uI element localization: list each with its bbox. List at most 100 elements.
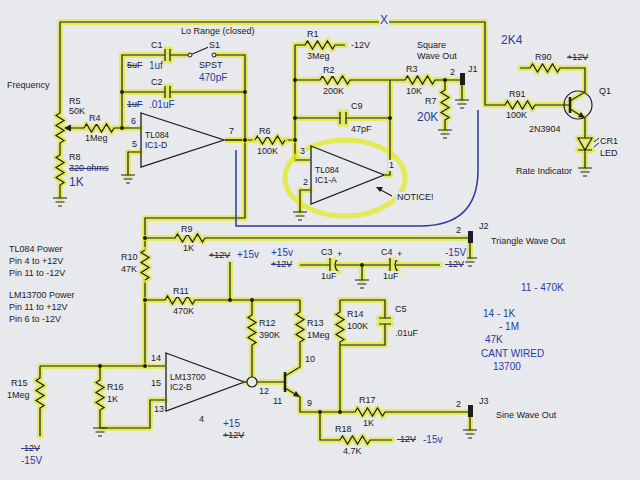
opamp-outline	[141, 113, 224, 167]
label-holder: 4.7K	[342, 446, 363, 457]
label-holder: R2	[322, 65, 336, 76]
handwritten-note: -15V	[20, 455, 43, 467]
label-holder: 2	[455, 399, 462, 410]
label-holder: +12V	[270, 259, 293, 270]
handwritten-note: 11 - 470K	[520, 282, 565, 294]
pin-circle	[247, 377, 257, 387]
ground-symbols	[53, 100, 592, 438]
label-holder: 3	[299, 146, 306, 157]
component-label: R15	[10, 378, 29, 389]
label-holder: 47K	[120, 264, 138, 275]
label-holder: LM13700 Power	[8, 290, 76, 301]
switch-contact	[212, 53, 216, 57]
component-label: 47K	[120, 264, 138, 275]
signal-wire	[145, 140, 245, 366]
component-label: 1uF	[320, 271, 338, 282]
label-holder: R10	[120, 252, 139, 263]
label-holder: 47pF	[350, 124, 373, 135]
label-holder: 2N3904	[528, 124, 562, 135]
label-holder: 2	[302, 177, 309, 188]
chip-name: LM13700	[170, 372, 205, 382]
ground-symbol	[53, 198, 67, 206]
label-holder: R91	[508, 89, 527, 100]
component-label: R1	[306, 29, 320, 40]
handwritten-note: CANT WIRED	[480, 348, 545, 360]
label-holder: Lo Range (closed)	[180, 26, 256, 37]
junction-dot	[243, 138, 247, 142]
label-holder: R13	[306, 318, 325, 329]
label-holder: 3Meg	[306, 51, 331, 62]
label-holder: 1uF	[382, 271, 400, 282]
label-holder: 2	[455, 225, 462, 236]
component-label: R10	[120, 252, 139, 263]
label-holder: R15	[10, 378, 29, 389]
component-label: +12V	[566, 52, 589, 63]
label-holder: -12V	[396, 434, 417, 445]
component-label: R18	[334, 424, 353, 435]
component-label: 9	[306, 398, 313, 409]
label-holder: 9	[306, 398, 313, 409]
label-holder: R9	[180, 224, 194, 235]
component-label: R3	[405, 64, 419, 75]
handwritten-note: -15V	[444, 247, 467, 259]
label-holder: -15V	[20, 455, 43, 467]
component-label: R90	[534, 52, 553, 63]
label-holder: +15v	[236, 249, 260, 261]
label-holder: 1K	[182, 243, 195, 254]
label-holder: R6	[258, 126, 272, 137]
junction-dot	[243, 90, 247, 94]
component-label: 1uF	[382, 271, 400, 282]
label-holder: X	[379, 13, 389, 27]
component-label: Square Wave Out	[416, 40, 472, 62]
component-label: Lo Range (closed)	[180, 26, 256, 37]
label-holder: 1uF	[126, 99, 144, 110]
label-holder: 14	[150, 353, 162, 364]
label-holder: SPST	[198, 60, 224, 71]
label-holder: R90	[534, 52, 553, 63]
component-label: Rate Indicator	[515, 166, 573, 177]
component-label: C3	[320, 247, 334, 258]
label-holder: +12V	[208, 250, 231, 261]
component-label: 1Meg	[306, 330, 331, 341]
label-holder: Q1	[598, 86, 612, 97]
component-label: -12V	[20, 443, 41, 454]
component-label: 2	[455, 225, 462, 236]
component-label: 2	[302, 177, 309, 188]
label-holder: 390K	[258, 330, 281, 341]
label-holder: 1Meg	[84, 133, 109, 144]
chip-name: IC2-B	[170, 382, 205, 392]
label-holder: +15	[222, 418, 241, 430]
handwritten-note: 14 - 1K	[482, 308, 516, 320]
label-holder: 20K	[416, 110, 439, 124]
component-label: R4	[88, 113, 102, 124]
label-holder: Rate Indicator	[515, 166, 573, 177]
ground-symbol	[355, 280, 369, 288]
component-label: Pin 6 to -12V	[8, 314, 62, 325]
label-holder: 50K	[68, 106, 86, 117]
component-label: Pin 4 to +12V	[8, 256, 64, 267]
component-label: R8	[68, 152, 82, 163]
component-label: 14	[150, 353, 162, 364]
component-label: 13	[153, 404, 165, 415]
component-label: R9	[180, 224, 194, 235]
label-holder: C3	[320, 247, 334, 258]
handwritten-note: .01uF	[148, 99, 176, 111]
label-holder: R4	[88, 113, 102, 124]
component-label: SPST	[198, 60, 224, 71]
component-label: R6	[258, 126, 272, 137]
label-holder: 13	[153, 404, 165, 415]
ground-symbol	[121, 175, 135, 183]
label-holder: 12	[258, 386, 270, 397]
label-holder: R17	[358, 395, 377, 406]
label-holder: Triangle Wave Out	[490, 236, 566, 247]
label-holder: 10K	[405, 86, 423, 97]
junction-dot	[98, 364, 102, 368]
component-label: 390K	[258, 330, 281, 341]
component-label: 4.7K	[342, 446, 363, 457]
component-label: C5	[394, 304, 408, 315]
label-holder: Pin 4 to +12V	[8, 256, 64, 267]
component-label: Pin 11 to +12V	[8, 302, 69, 313]
label-holder: J1	[467, 64, 479, 75]
component-label: R17	[358, 395, 377, 406]
jack-symbol	[460, 73, 465, 85]
